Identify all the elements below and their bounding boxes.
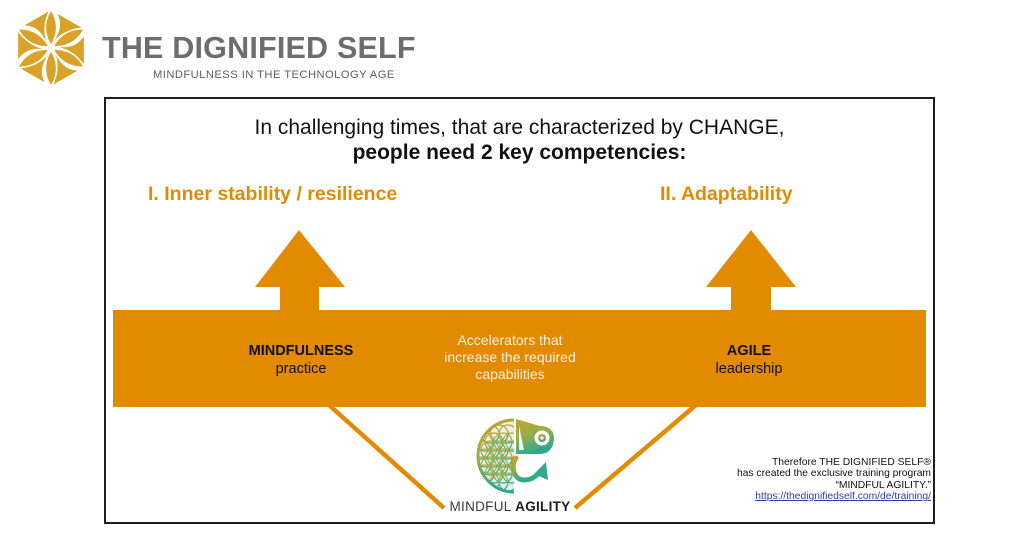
agile-subtitle: leadership: [715, 361, 783, 377]
note-line-1: Therefore THE DIGNIFIED SELF®: [771, 457, 931, 468]
diagram-frame: [104, 97, 935, 524]
mindfulness-label: MINDFULNESS practice: [228, 343, 374, 378]
headline-line-2: people need 2 key competencies:: [352, 141, 687, 164]
arrow-up-icon: [706, 230, 796, 311]
note-line-3: “MINDFUL AGILITY.”: [835, 479, 931, 491]
arrow-up-icon: [255, 230, 345, 311]
accelerators-line-3: capabilities: [475, 366, 545, 382]
note-line-2: has created the exclusive training progr…: [736, 468, 931, 480]
accelerators-line-2: increase the required: [444, 349, 576, 365]
competency-adaptability: II. Adaptability: [660, 183, 793, 205]
connector-line-right: [573, 403, 698, 510]
accelerator-bar: [113, 310, 926, 407]
mindfulness-subtitle: practice: [275, 361, 327, 377]
brand-title: THE DIGNIFIED SELF: [102, 31, 416, 65]
mindfulness-title: MINDFULNESS: [248, 343, 354, 359]
accelerators-label: Accelerators that increase the required …: [420, 332, 600, 383]
agile-title: AGILE: [726, 343, 772, 359]
wordmark-light: MINDFUL: [449, 499, 516, 514]
agile-label: AGILE leadership: [684, 343, 814, 378]
mindful-agility-wordmark: MINDFUL AGILITY: [445, 499, 575, 515]
headline-line-1: In challenging times, that are character…: [254, 116, 785, 139]
chameleon-flower-of-life-icon: [476, 418, 554, 494]
accelerators-line-1: Accelerators that: [457, 332, 563, 348]
program-note: Therefore THE DIGNIFIED SELF® has create…: [737, 457, 931, 503]
connector-line-left: [327, 403, 446, 510]
brand-subtitle: MINDFULNESS IN THE TECHNOLOGY AGE: [153, 69, 395, 81]
competency-resilience: I. Inner stability / resilience: [148, 183, 398, 205]
flower-of-life-hexagram-icon: [18, 11, 84, 85]
training-link[interactable]: https://thedignifiedself.com/de/training…: [755, 491, 931, 503]
wordmark-bold: AGILITY: [515, 499, 571, 514]
